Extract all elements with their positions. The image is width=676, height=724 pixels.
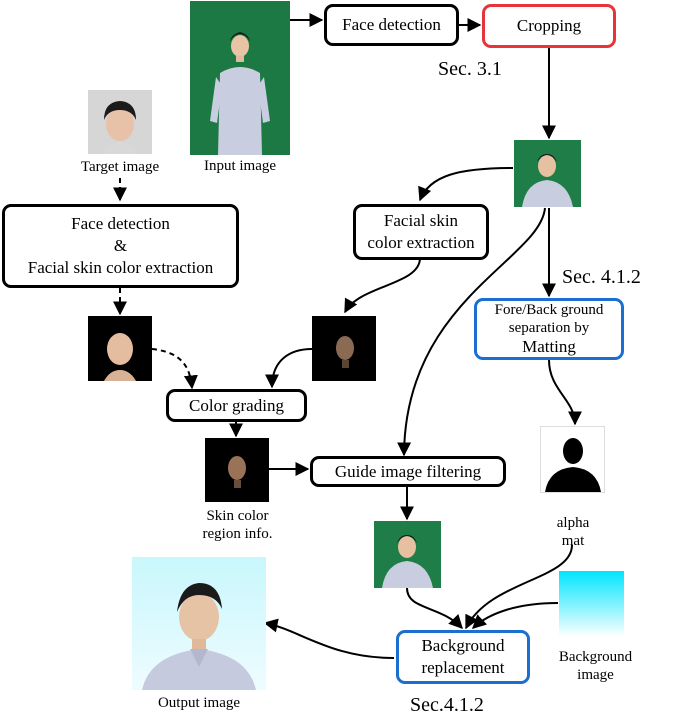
section-ref-replacement: Sec.4.1.2 xyxy=(410,694,484,716)
skin-region-thumbnail xyxy=(205,438,269,502)
edge-filtered-to-bgreplace xyxy=(406,587,463,630)
facial-skin-line1: Facial skin xyxy=(383,211,459,230)
person-face-icon xyxy=(88,90,152,154)
alpha-mat-label: alpha mat xyxy=(548,514,598,550)
edge-matting-to-alpha xyxy=(548,359,582,426)
skin-face-icon-2 xyxy=(312,316,376,381)
cropped-image-thumbnail xyxy=(514,140,581,207)
color-grading-box: Color grading xyxy=(166,389,307,422)
edge-cropped-to-guide xyxy=(397,207,546,457)
color-grading-label: Color grading xyxy=(189,395,284,415)
edge-skin-to-face xyxy=(344,257,421,314)
target-image-thumbnail xyxy=(88,90,152,154)
person-upper-body-icon-2 xyxy=(374,521,441,588)
background-replacement-box: Background replacement xyxy=(396,630,530,684)
person-full-body-icon xyxy=(190,1,290,155)
input-skin-thumbnail xyxy=(312,316,376,381)
matting-line1: Fore/Back ground xyxy=(494,302,604,318)
section-ref-matting: Sec. 4.1.2 xyxy=(562,266,641,288)
filtered-image-thumbnail xyxy=(374,521,441,588)
guide-filtering-label: Guide image filtering xyxy=(334,461,482,481)
alpha-mat-line2: mat xyxy=(561,533,585,549)
skin-region-icon xyxy=(205,438,269,502)
face-detection-skin-line2: & xyxy=(113,236,128,255)
background-image-line2: image xyxy=(577,667,614,683)
section-ref-cropping: Sec. 3.1 xyxy=(438,58,502,80)
face-detection-box: Face detection xyxy=(324,4,459,46)
matting-line2: separation by xyxy=(508,320,590,336)
output-image-label: Output image xyxy=(157,695,241,711)
person-silhouette-icon xyxy=(541,427,604,492)
background-image-thumbnail xyxy=(559,571,624,637)
background-replacement-line2: replacement xyxy=(421,658,505,677)
edge-face-to-colorgrading xyxy=(265,348,313,389)
face-detection-skin-line1: Face detection xyxy=(71,214,170,233)
edge-alpha-to-bgreplace xyxy=(465,544,573,630)
matting-box: Fore/Back ground separation by Matting xyxy=(474,298,624,360)
skin-face-icon xyxy=(88,316,152,381)
edge-bgreplace-to-output xyxy=(263,618,395,659)
alpha-mat-thumbnail xyxy=(540,426,605,493)
facial-skin-extraction-box: Facial skin color extraction xyxy=(353,204,489,260)
cropping-box: Cropping xyxy=(482,4,616,48)
skin-region-line1: Skin color xyxy=(206,508,269,524)
edge-bg-to-bgreplace xyxy=(471,602,559,629)
cropping-label: Cropping xyxy=(516,16,582,35)
background-image-line1: Background xyxy=(558,649,633,665)
matting-line3: Matting xyxy=(522,337,576,356)
edge-cropped-to-skin xyxy=(418,167,514,202)
face-detection-skin-line3: Facial skin color extraction xyxy=(27,258,214,277)
edge-targetface-to-colorgrading xyxy=(151,348,198,390)
target-skin-thumbnail xyxy=(88,316,152,381)
person-portrait-icon xyxy=(142,583,256,690)
input-image-thumbnail xyxy=(190,1,290,155)
output-image-thumbnail xyxy=(132,557,266,690)
face-detection-label: Face detection xyxy=(342,15,441,34)
face-detection-skin-extraction-box: Face detection & Facial skin color extra… xyxy=(2,204,239,288)
background-replacement-line1: Background xyxy=(421,636,505,655)
target-image-label: Target image xyxy=(80,159,160,175)
person-upper-body-icon xyxy=(514,140,581,207)
skin-region-line2: region info. xyxy=(202,526,273,542)
skin-region-label: Skin color region info. xyxy=(180,507,295,543)
facial-skin-line2: color extraction xyxy=(367,233,475,252)
input-image-label: Input image xyxy=(203,158,277,174)
background-image-label: Background image xyxy=(548,648,643,684)
guide-filtering-box: Guide image filtering xyxy=(310,456,506,487)
alpha-mat-line1: alpha xyxy=(556,515,590,531)
